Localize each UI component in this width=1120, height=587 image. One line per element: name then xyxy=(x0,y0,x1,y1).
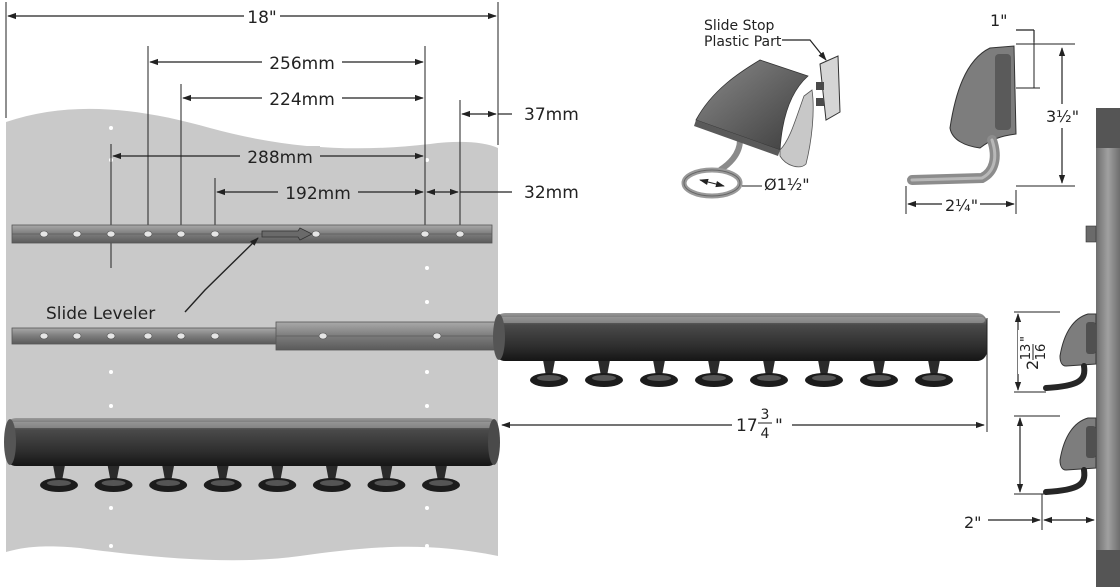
lower-slide-rail xyxy=(11,321,503,351)
dim-height: 3½" xyxy=(1046,107,1079,126)
dim-rack-height-mark: " xyxy=(1019,336,1034,342)
hook xyxy=(805,360,843,387)
slide-stop-detail: Slide Stop Plastic Part Ø1½" xyxy=(681,18,841,199)
callout-slide-stop-line1: Slide Stop xyxy=(704,18,775,34)
dim-192mm: 192mm xyxy=(285,184,351,204)
dim-224mm: 224mm xyxy=(269,90,335,110)
rack-retracted xyxy=(4,418,500,492)
dim-37mm: 37mm xyxy=(524,105,579,125)
hook xyxy=(585,360,623,387)
hook xyxy=(422,465,460,492)
dim-rack-length-whole: 17 xyxy=(736,416,758,436)
hook xyxy=(312,465,351,492)
dim-32mm: 32mm xyxy=(524,183,579,203)
dim-rack-length-num: 3 xyxy=(761,407,770,423)
rack-extended xyxy=(493,313,987,387)
side-profile-view: 1" 3½" 2¼" xyxy=(905,11,1079,217)
callout-slide-leveler: Slide Leveler xyxy=(46,304,155,324)
hook xyxy=(149,465,188,492)
hook xyxy=(695,360,733,387)
cabinet-side-panel xyxy=(1085,108,1120,587)
dim-clearance: 2" xyxy=(964,513,982,532)
dim-288mm: 288mm xyxy=(247,148,313,168)
dim-total-width: 18" xyxy=(247,8,276,28)
dim-rack-length-mark: " xyxy=(775,416,783,436)
hook xyxy=(40,465,78,492)
callout-slide-stop-line2: Plastic Part xyxy=(704,34,782,50)
dim-rack-height-num: 13 xyxy=(1019,344,1034,361)
dim-rack-height-whole: 2 xyxy=(1023,360,1042,370)
hook xyxy=(915,360,953,387)
hook xyxy=(640,360,678,387)
hook xyxy=(750,360,788,387)
dim-top-width: 1" xyxy=(990,11,1008,30)
stacked-profile-lower xyxy=(1043,417,1097,495)
hook xyxy=(203,465,242,492)
dim-rack-height-den: 16 xyxy=(1034,344,1049,361)
hook xyxy=(860,360,898,387)
dim-rack-length-den: 4 xyxy=(761,426,770,442)
dim-256mm: 256mm xyxy=(269,54,335,74)
hook xyxy=(367,465,406,492)
hook xyxy=(94,465,133,492)
dim-depth: 2¼" xyxy=(945,196,978,215)
dim-hook-diameter: Ø1½" xyxy=(764,175,810,194)
hook xyxy=(530,360,568,387)
upper-slide-rail xyxy=(11,224,493,244)
stacked-profile-upper xyxy=(1043,313,1097,391)
hook xyxy=(258,465,297,492)
panel-holes xyxy=(109,126,429,548)
